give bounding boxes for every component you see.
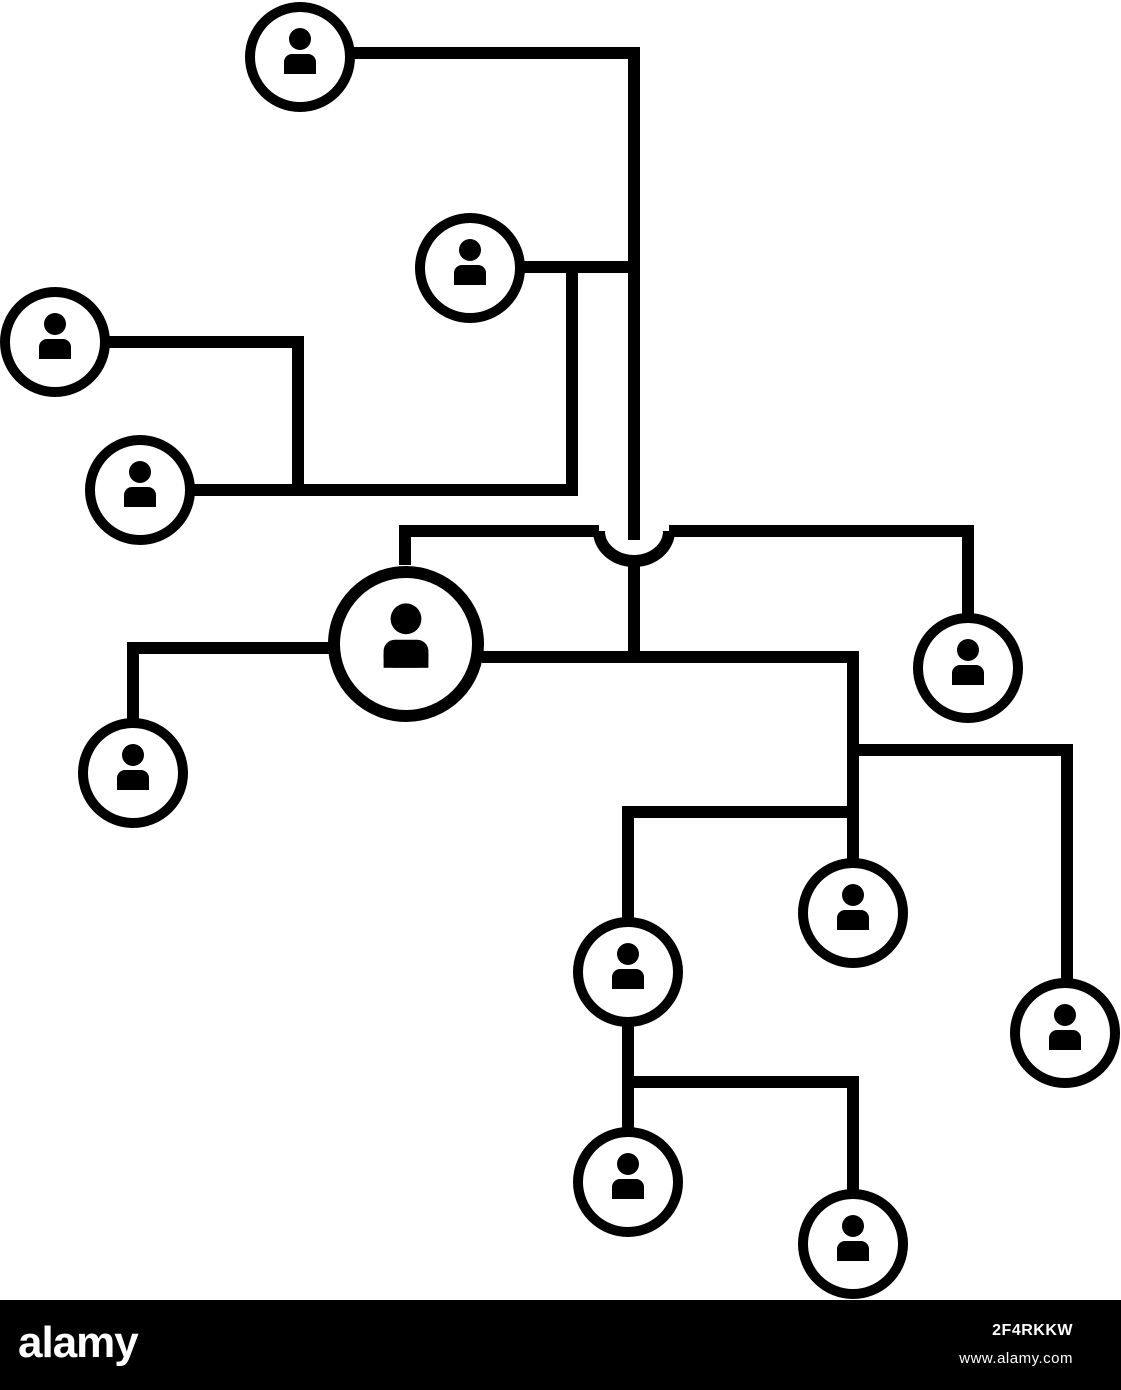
connector-branch-left <box>399 525 599 565</box>
site-url-label: www.alamy.com <box>959 1350 1073 1367</box>
connector-big-left <box>127 642 332 722</box>
connector-big-right <box>482 651 859 860</box>
connector-branch-right <box>669 525 974 615</box>
node-central-large <box>328 566 484 722</box>
alamy-logo: alamy <box>18 1318 139 1367</box>
node-right-middle <box>798 858 908 968</box>
node-left-middle <box>78 718 188 828</box>
node-bottom-right <box>798 1189 908 1299</box>
node-left-lower <box>85 435 195 545</box>
connector-left-bottom <box>192 267 578 496</box>
connector-far-right <box>853 744 1073 980</box>
node-top <box>245 2 355 112</box>
node-left-upper <box>0 287 110 397</box>
node-center-lower <box>573 917 683 1027</box>
connector-lines <box>109 47 1073 1192</box>
node-right-upper <box>913 613 1023 723</box>
node-upper-middle <box>415 213 525 323</box>
node-bottom-left <box>573 1127 683 1237</box>
network-diagram <box>0 2 1120 1299</box>
connector-left-cluster <box>109 336 304 490</box>
connector-lower-right <box>628 1076 859 1192</box>
node-far-right <box>1010 978 1120 1088</box>
nodes <box>0 2 1120 1299</box>
connector-mid-right <box>622 806 853 920</box>
connector-top <box>353 47 640 540</box>
image-id-label: 2F4RKKW <box>992 1322 1073 1339</box>
watermark-footer: alamy 2F4RKKW www.alamy.com <box>0 1300 1121 1390</box>
